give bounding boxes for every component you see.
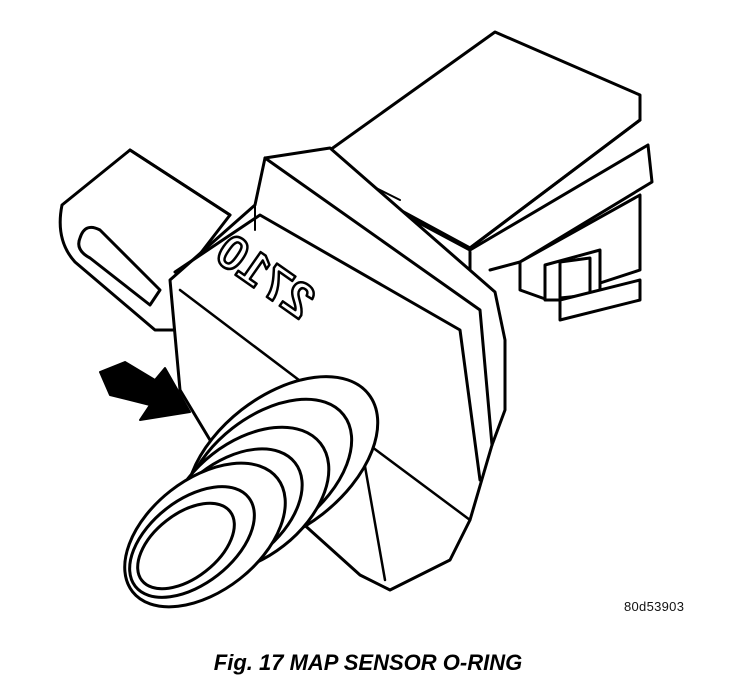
figure-caption: Fig. 17 MAP SENSOR O-RING — [213, 650, 523, 675]
sensor-body — [168, 146, 507, 592]
left-mounting-bracket — [58, 148, 232, 332]
o-ring — [123, 461, 287, 609]
arrow-right-down-icon — [99, 361, 191, 421]
map-sensor-illustration: 2710 — [58, 30, 654, 609]
part-code: 80d53903 — [624, 599, 685, 614]
